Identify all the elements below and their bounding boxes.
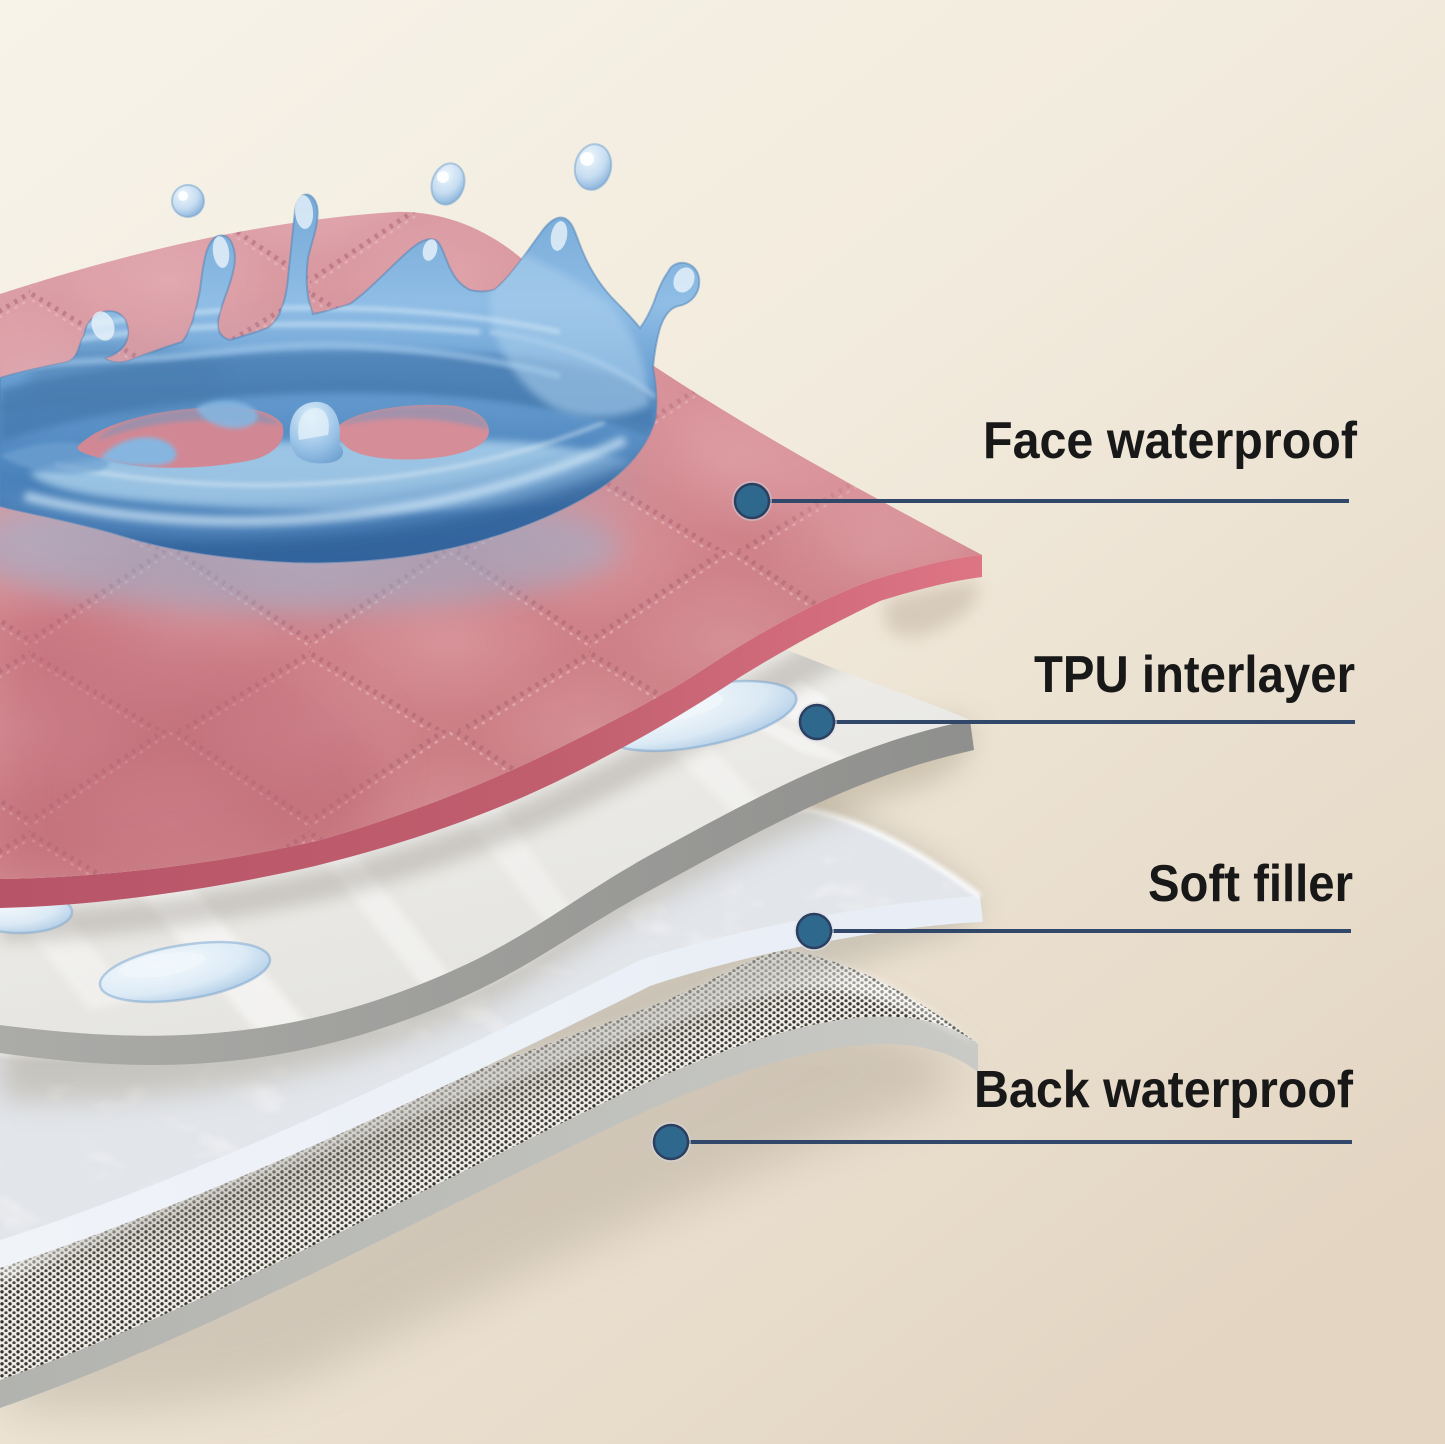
svg-text:TPU interlayer: TPU interlayer xyxy=(1034,646,1355,704)
svg-text:Face waterproof: Face waterproof xyxy=(983,412,1358,470)
svg-text:Soft filler: Soft filler xyxy=(1148,855,1353,913)
svg-text:Back waterproof: Back waterproof xyxy=(974,1061,1354,1119)
